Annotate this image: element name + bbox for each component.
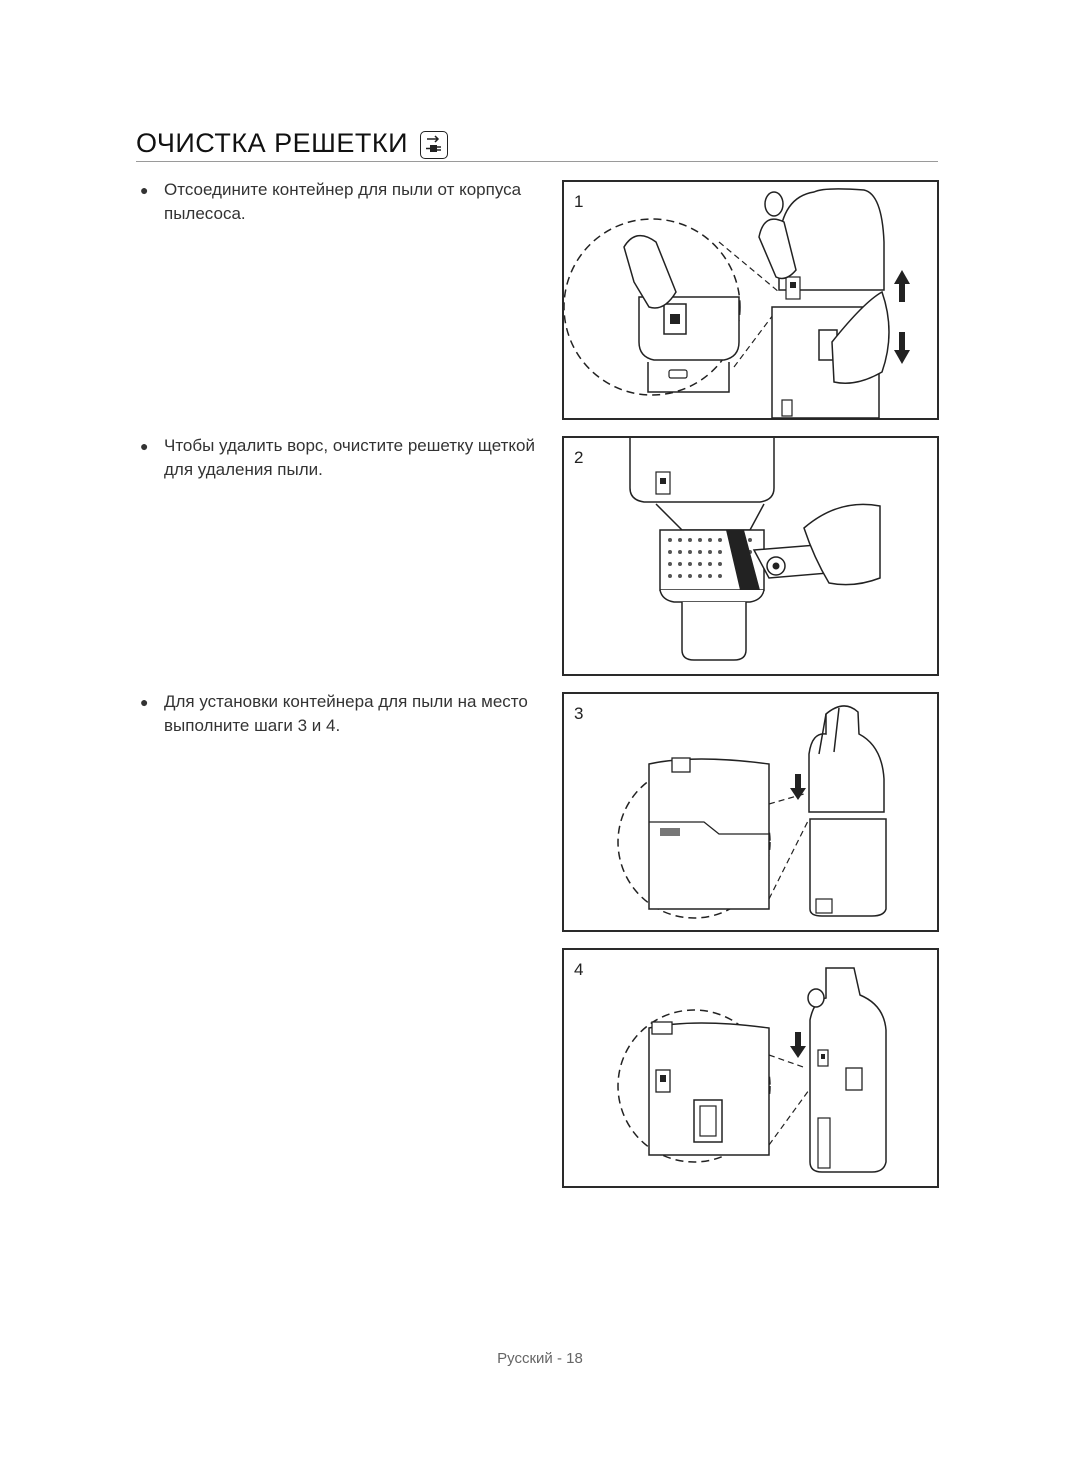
step-3-label: Для установки контейнера для пыли на мес… xyxy=(164,692,528,735)
figure-1-illustration xyxy=(564,188,910,419)
section-title: ОЧИСТКА РЕШЕТКИ xyxy=(136,128,449,159)
step-1-text: ● Отсоедините контейнер для пыли от корп… xyxy=(140,178,540,226)
step-1-label: Отсоедините контейнер для пыли от корпус… xyxy=(164,180,522,223)
figure-3-illustration xyxy=(617,705,887,919)
bullet-icon: ● xyxy=(140,438,149,454)
figure-4-illustration xyxy=(617,967,887,1173)
bullet-icon: ● xyxy=(140,182,149,198)
figure-number: 1 xyxy=(574,192,584,211)
figure-number: 2 xyxy=(574,448,584,467)
figure-4: 4 xyxy=(562,948,939,1188)
page-footer: Русский - 18 xyxy=(497,1350,583,1367)
section-title-text: ОЧИСТКА РЕШЕТКИ xyxy=(136,128,409,158)
step-2-label: Чтобы удалить ворс, очистите решетку щет… xyxy=(164,436,535,479)
title-divider xyxy=(136,161,938,162)
step-3-text: ● Для установки контейнера для пыли на м… xyxy=(140,690,540,738)
figure-2: 2 xyxy=(562,436,939,676)
figure-3: 3 xyxy=(562,692,939,932)
figure-number: 4 xyxy=(574,960,584,979)
figure-number: 3 xyxy=(574,704,584,723)
figure-2-illustration xyxy=(629,438,881,661)
figure-1: 1 xyxy=(562,180,939,420)
unplug-icon xyxy=(420,130,449,159)
bullet-icon: ● xyxy=(140,694,149,710)
step-2-text: ● Чтобы удалить ворс, очистите решетку щ… xyxy=(140,434,540,482)
